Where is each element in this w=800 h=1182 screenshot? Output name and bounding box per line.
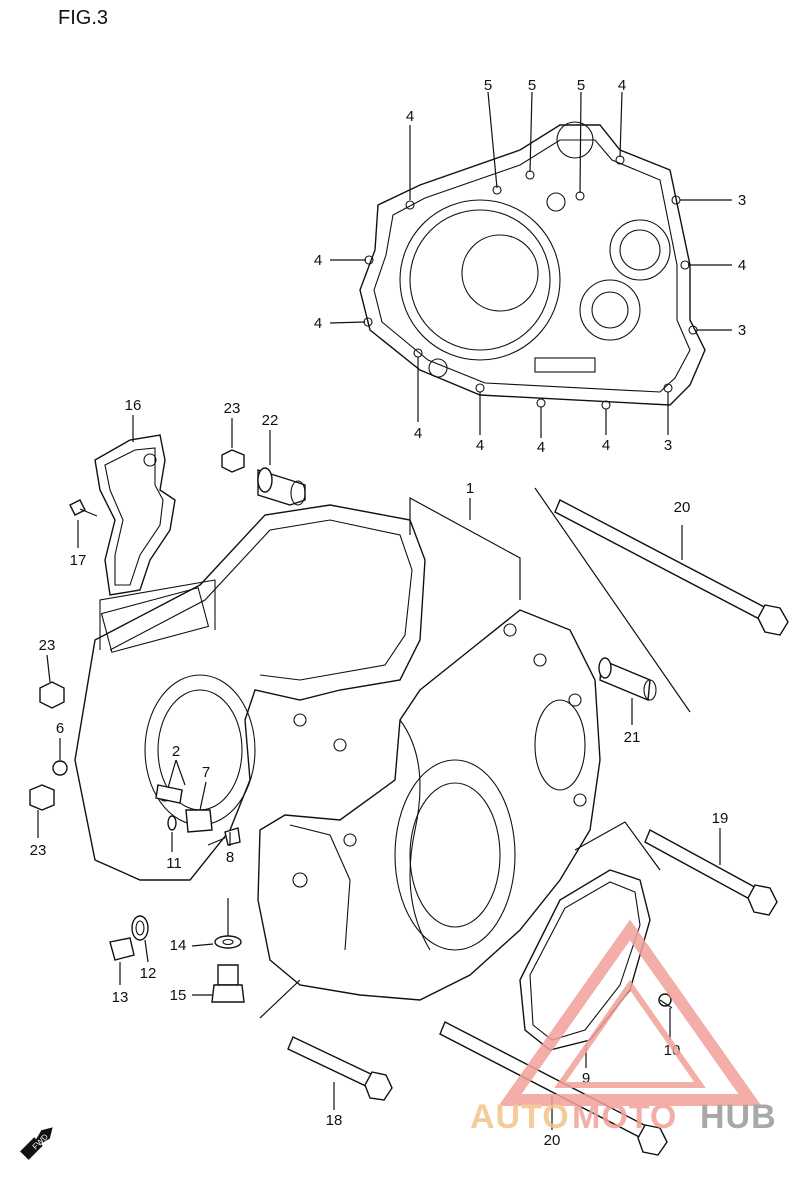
nut-part-23-left xyxy=(39,654,65,709)
callout-4: 4 xyxy=(406,108,414,125)
collar-part-22 xyxy=(257,430,306,506)
callout-4: 4 xyxy=(738,257,746,274)
guide-part-7 xyxy=(185,781,213,833)
callout-4: 4 xyxy=(314,315,322,332)
callout-3: 3 xyxy=(664,437,672,454)
dowel-part-21 xyxy=(598,657,657,725)
bolt-part-20-top xyxy=(534,487,789,713)
dowel-part-2 xyxy=(155,759,186,804)
callout-20: 20 xyxy=(674,499,691,516)
bolt-part-18 xyxy=(259,979,393,1110)
callout-3: 3 xyxy=(738,192,746,209)
nut-part-23-lower xyxy=(29,784,55,838)
callout-2: 2 xyxy=(172,743,180,760)
watermark-triangle-icon xyxy=(498,919,762,1106)
watermark-text-3: HUB xyxy=(700,1098,777,1136)
callout-14: 14 xyxy=(170,937,187,954)
callout-13: 13 xyxy=(112,989,129,1006)
watermark-text-1: AUTO xyxy=(470,1098,570,1136)
watermark-text-2: MOTO xyxy=(572,1098,677,1136)
oring-part-11 xyxy=(167,815,177,852)
washer-part-14 xyxy=(191,898,242,949)
callout-11: 11 xyxy=(166,855,182,872)
callout-9: 9 xyxy=(582,1070,590,1087)
callout-12: 12 xyxy=(140,965,157,982)
fwd-direction-badge: FWD xyxy=(20,1127,53,1160)
bolt-part-17 xyxy=(69,499,98,548)
callout-23: 23 xyxy=(224,400,241,417)
callout-4: 4 xyxy=(476,437,484,454)
figure-title: FIG.3 xyxy=(58,7,108,29)
bolt-part-13 xyxy=(109,937,135,985)
callout-21: 21 xyxy=(624,729,641,746)
callout-7: 7 xyxy=(202,764,210,781)
bolt-part-20-bottom xyxy=(439,1021,668,1156)
callout-4: 4 xyxy=(314,252,322,269)
callout-22: 22 xyxy=(262,412,279,429)
callout-6: 6 xyxy=(56,720,64,737)
bolt-part-19 xyxy=(644,828,778,916)
crankcase-assembly xyxy=(74,504,601,1001)
callout-5: 5 xyxy=(528,77,536,94)
plug-part-6 xyxy=(52,738,68,776)
gasket-part-12 xyxy=(131,915,149,963)
callout-labels: 4 5 5 5 4 3 4 3 4 4 4 4 4 4 3 1 16 23 22… xyxy=(30,77,747,1149)
callout-23: 23 xyxy=(39,637,56,654)
crankcase-gasket xyxy=(359,121,706,410)
callout-18: 18 xyxy=(326,1112,343,1129)
callout-15: 15 xyxy=(170,987,187,1004)
callout-5: 5 xyxy=(577,77,585,94)
callout-19: 19 xyxy=(712,810,729,827)
watermark-logo: AUTO MOTO HUB xyxy=(470,919,777,1136)
bolt-part-8 xyxy=(207,827,241,846)
callout-4: 4 xyxy=(602,437,610,454)
screw-part-10 xyxy=(658,993,673,1040)
gasket-leaders xyxy=(329,91,732,438)
callout-20: 20 xyxy=(544,1132,561,1149)
callout-4: 4 xyxy=(618,77,626,94)
callout-16: 16 xyxy=(125,397,142,414)
callout-8: 8 xyxy=(226,849,234,866)
leader-part-1 xyxy=(409,496,521,600)
callout-1: 1 xyxy=(466,480,474,497)
callout-17: 17 xyxy=(70,552,87,569)
plug-part-15 xyxy=(192,964,245,1003)
callout-4: 4 xyxy=(537,439,545,456)
nut-part-23-top xyxy=(221,418,245,473)
callout-5: 5 xyxy=(484,77,492,94)
callout-4: 4 xyxy=(414,425,422,442)
callout-23: 23 xyxy=(30,842,47,859)
callout-3: 3 xyxy=(738,322,746,339)
plate-part-16 xyxy=(94,415,176,596)
